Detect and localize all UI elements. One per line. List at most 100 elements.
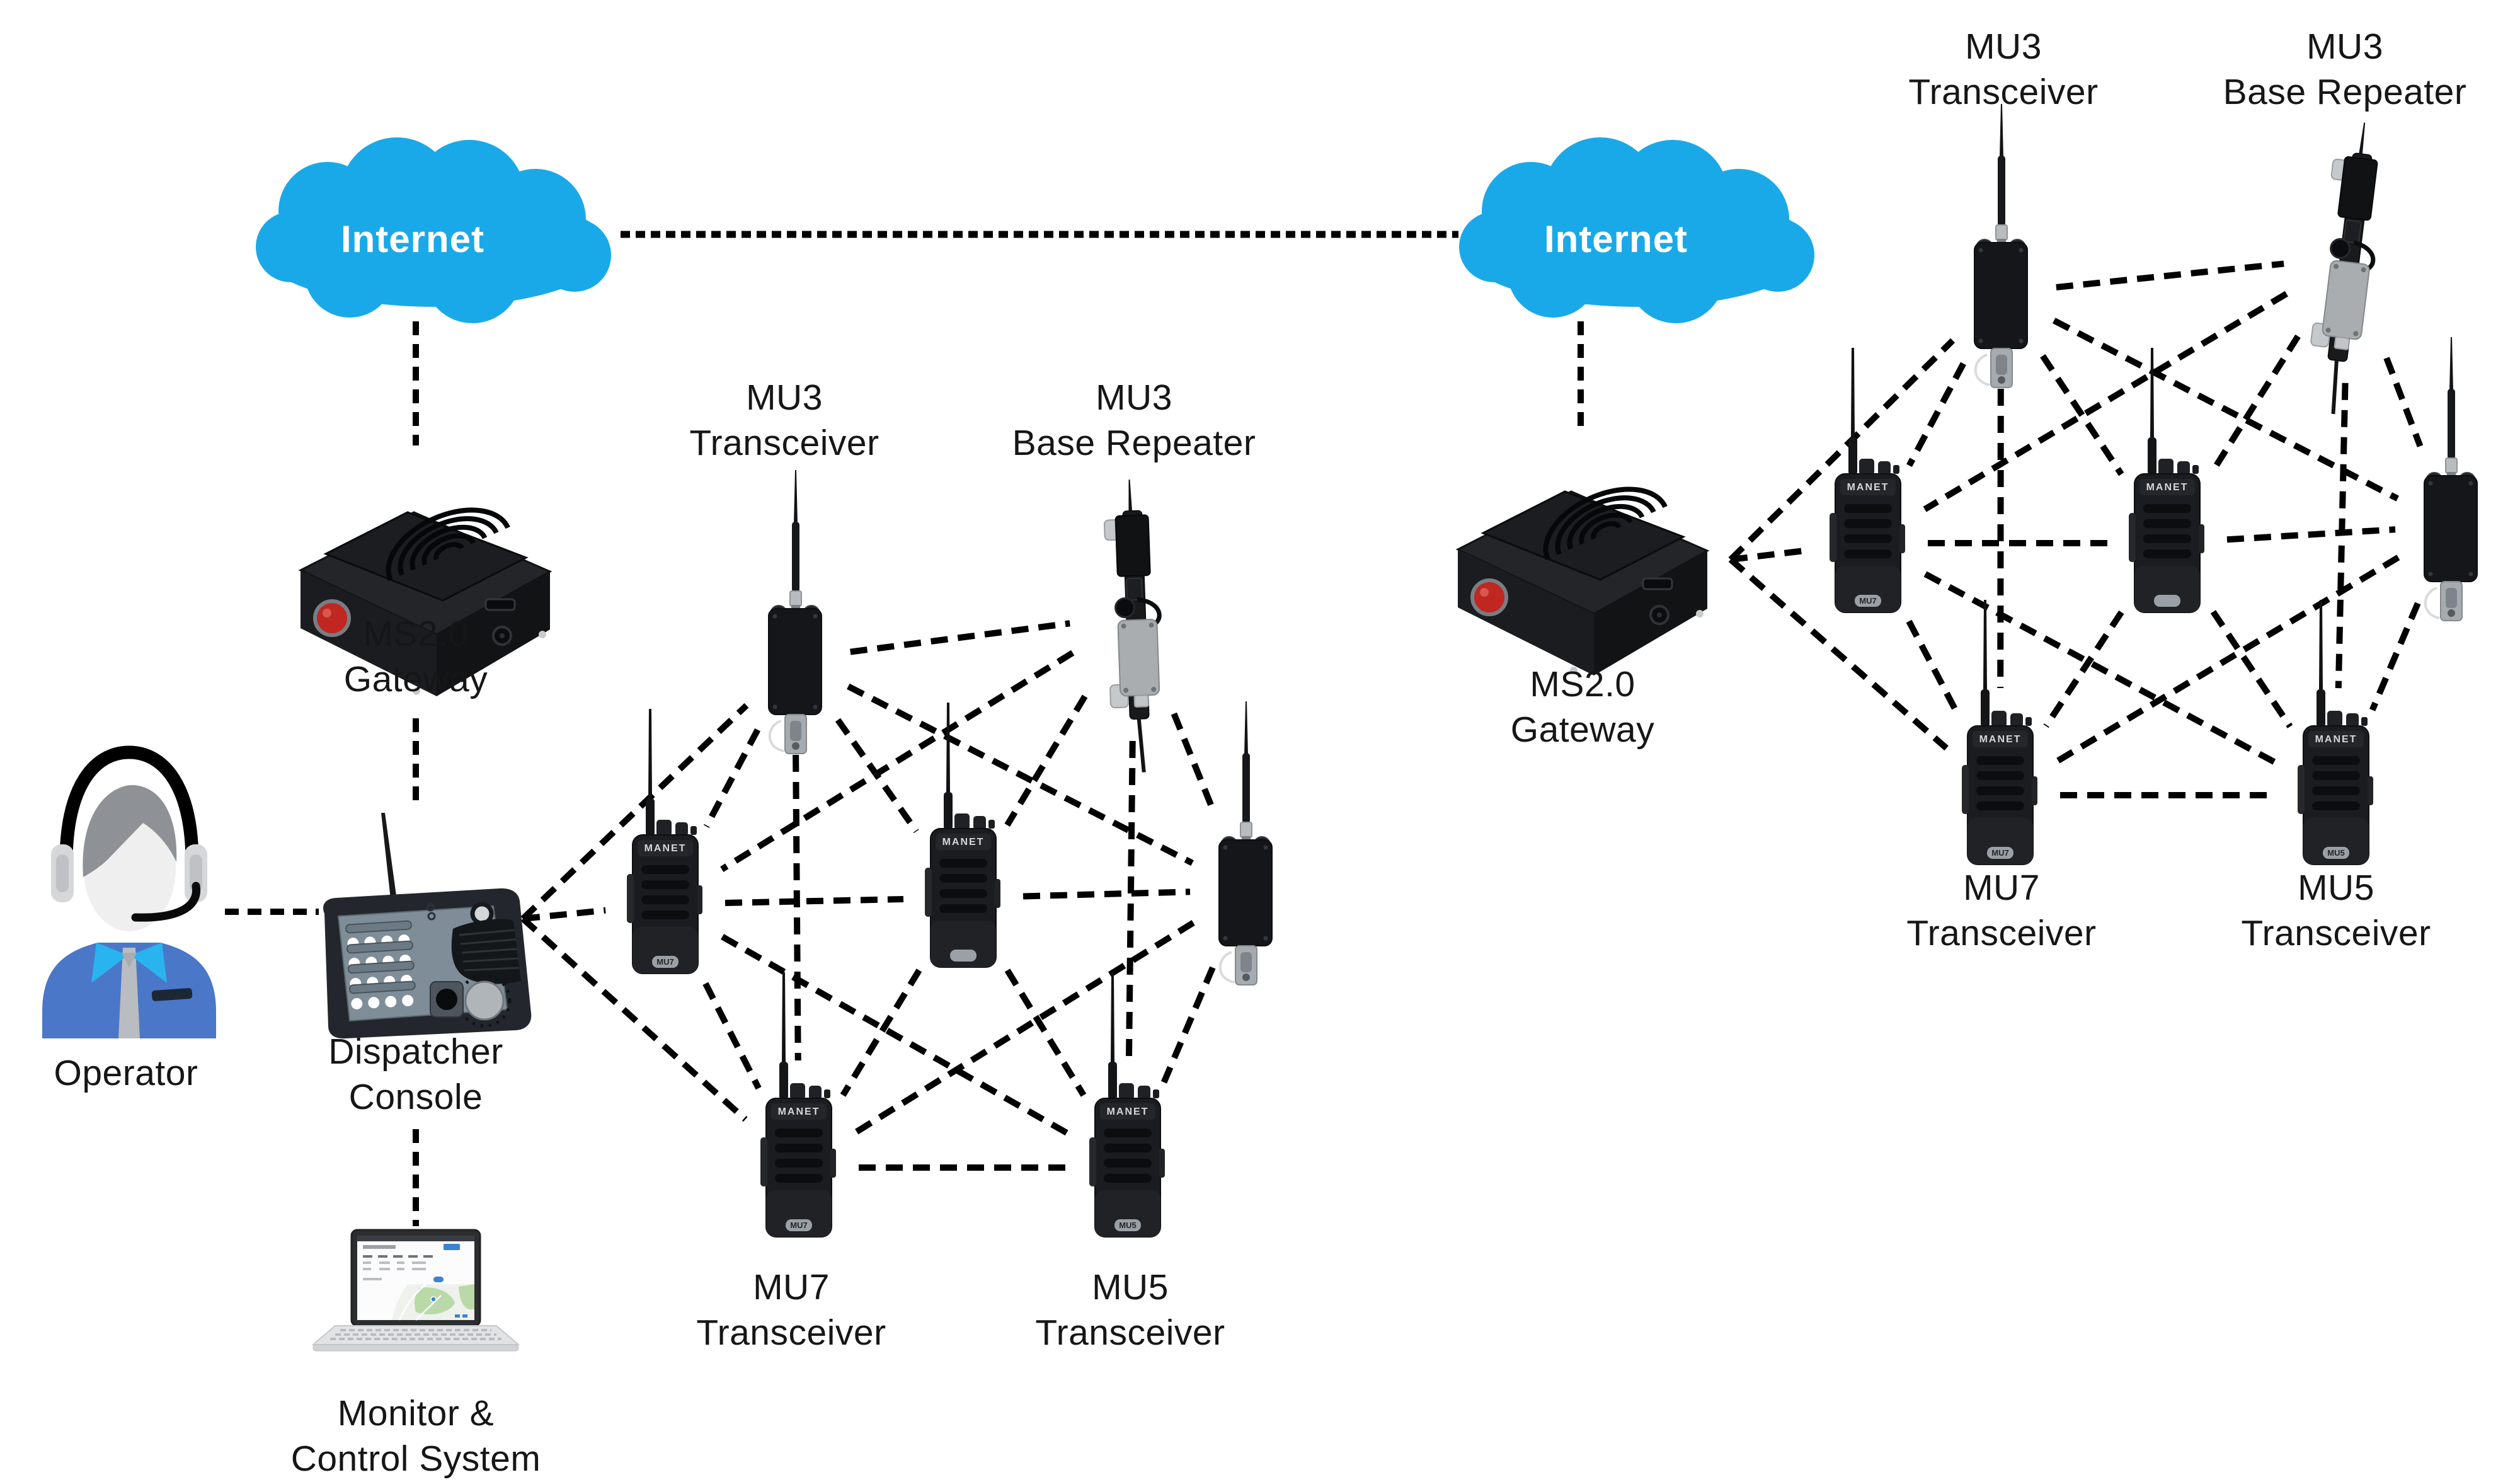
mesh-link-R5-R7 [2369,602,2421,711]
radio-antenna [648,709,652,798]
radio-brand-text: MANET [942,837,985,847]
console-knob-ticks [457,974,512,1028]
radio-speaker-grille [2143,504,2191,558]
map-control [462,1314,467,1318]
filter-screws [2325,263,2366,336]
radio-ptt-button [627,874,634,923]
radio-face-band [1100,1103,1155,1120]
repeater-antenna [1128,480,1133,515]
transceiver-body [768,608,822,715]
antenna-connector-base [2447,472,2456,478]
monitor-control-laptop-label: Monitor & [338,1393,494,1433]
radio-side-button [2199,524,2204,553]
radio-knob [656,820,672,836]
R2-label: MU3 [2306,26,2383,67]
dispatcher-console-icon [323,813,532,1039]
repeater-antenna [2358,122,2366,158]
mesh-link-R4-R7 [2210,610,2293,728]
radio-ptt-button [925,868,932,917]
radio-model-tag-text: MU5 [2327,848,2344,858]
clip-hole [2448,609,2455,617]
handheld-radio-icon [2298,600,2373,865]
mesh-link-L2-L3 [720,650,1075,872]
transceiver-body [2424,475,2478,582]
radio-antenna [782,972,786,1062]
monitor-control-laptop-label: Control System [291,1439,541,1479]
radio-speaker-grille [939,859,987,913]
radio-antenna [2319,600,2323,689]
console-to-mesh-left-L1 [520,703,749,921]
box-transceiver-icon [768,470,822,754]
radio-antenna-base [646,798,655,836]
app-table-rows [363,1261,426,1280]
radio-model-tag-text: MU7 [1859,596,1876,606]
L2-label: Base Repeater [1012,423,1256,463]
mesh-link-L3-L4 [724,896,904,906]
internet-cloud-right-label: Internet [1544,218,1688,260]
whip-antenna-thick [1242,753,1250,824]
mesh-link-R4-R5 [2226,526,2396,543]
radio-antenna [1851,348,1855,437]
mesh-link-R2-R7 [2335,382,2349,689]
radio-face-band [2139,479,2195,495]
radio-model-tag [1855,595,1881,607]
gateway-right [1455,486,1710,675]
map-roads [398,1284,442,1321]
radio-brand-text: MANET [2146,482,2189,493]
radio-side-nub [690,826,697,835]
clip-slot [790,721,801,741]
body-screws [772,614,818,709]
filter-box [1117,619,1160,697]
mesh-link-R5-R6 [2055,554,2400,764]
gateway-right-label: Gateway [1511,709,1654,750]
mesh-link-L5-L6 [854,920,1195,1135]
radio-face-band [936,834,991,850]
radio-brand-text: MANET [644,843,687,854]
radio-lower-body [2303,818,2369,864]
radio-lower-body [1967,818,2033,864]
app-table-header [363,1255,433,1258]
handheld-radio-icon [2129,348,2204,613]
mesh-link-R2-R3 [1923,290,2288,512]
console-knob [464,980,505,1021]
radio-ptt-button [1089,1137,1096,1186]
laptop-keyboard [330,1329,501,1340]
headset-band-icon [59,745,199,869]
repeater-radio-box [1114,514,1151,577]
radio-knob [675,822,688,836]
console-antenna [381,813,398,905]
operator-pocket [151,988,193,1001]
lanyard-loop [2424,587,2440,619]
radio-ptt-button [760,1137,767,1186]
radio-face-band [638,840,693,856]
antenna-connector-base [791,605,800,611]
power-jack-pin [500,633,505,638]
radio-model-tag [2154,595,2180,607]
radio-side-nub [2361,717,2368,726]
radio-antenna-base [1108,1062,1117,1100]
R6-label: MU7 [1963,868,2040,908]
radio-knob [954,813,970,830]
body-screws [1978,248,2024,343]
radio-model-tag [950,950,976,962]
operator-hair [83,784,177,877]
body-screws [1223,845,1268,941]
mesh-link-R2-R4 [2209,334,2301,474]
mesh-link-L1-L5 [847,683,1194,866]
L2-label: MU3 [1096,377,1172,418]
connection-lines-layer [225,231,2424,1226]
app-title-bar [363,1245,396,1249]
lanyard-loop [1974,353,1990,386]
earcup-inner [56,854,69,892]
L1-label: MU3 [746,377,823,418]
radio-antenna [1983,600,1987,689]
antenna-connector [1240,822,1252,838]
radio-knob [809,1086,822,1100]
bottom-connector [2334,336,2350,350]
radio-knob [790,1083,805,1100]
app-blue-button [444,1244,460,1250]
console-to-mesh-left-L3 [522,907,606,922]
radio-model-tag-text: MU7 [790,1221,807,1230]
radio-brand-text: MANET [778,1106,820,1117]
